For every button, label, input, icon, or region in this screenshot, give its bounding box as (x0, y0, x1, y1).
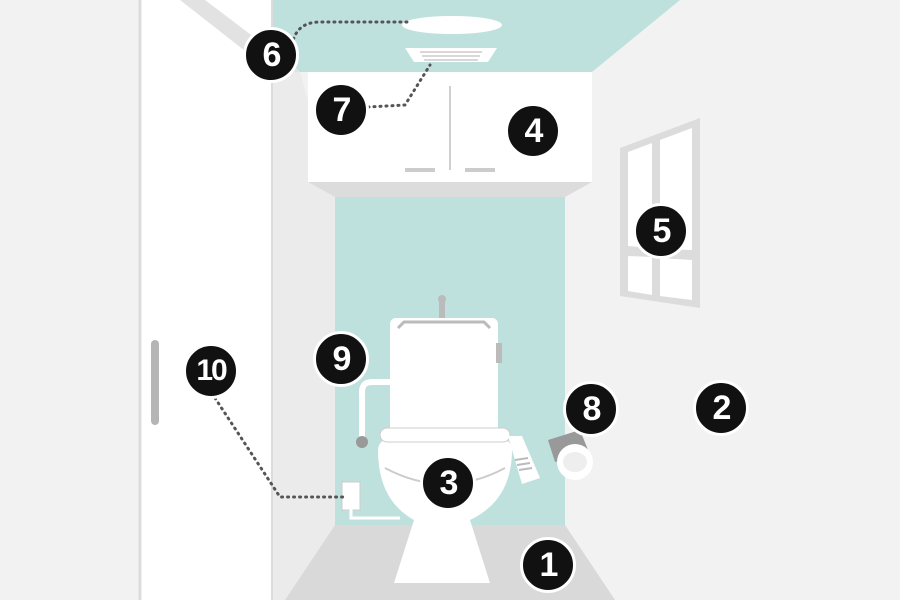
callout-7[interactable]: 7 (313, 82, 369, 138)
vent-slats (420, 51, 482, 61)
callout-3[interactable]: 3 (420, 455, 476, 511)
cabinet-handle (405, 168, 435, 172)
leader-line-7 (366, 63, 432, 109)
callout-6[interactable]: 6 (243, 27, 299, 83)
ceiling (220, 0, 680, 72)
callout-5[interactable]: 5 (633, 203, 689, 259)
door (140, 0, 272, 600)
callout-9[interactable]: 9 (313, 331, 369, 387)
door-handle (151, 340, 159, 425)
handrail (356, 379, 390, 448)
cabinet-shadow (308, 182, 592, 197)
callout-8[interactable]: 8 (563, 381, 619, 437)
callout-4[interactable]: 4 (505, 103, 561, 159)
cabinet-handle (465, 168, 495, 172)
ceiling-light (402, 16, 502, 34)
callout-1[interactable]: 1 (520, 537, 576, 593)
callout-10[interactable]: 10 (183, 343, 239, 399)
leader-line-10 (213, 396, 347, 499)
left-wall (180, 0, 335, 600)
paper-holder (548, 430, 593, 480)
callout-2[interactable]: 2 (693, 380, 749, 436)
